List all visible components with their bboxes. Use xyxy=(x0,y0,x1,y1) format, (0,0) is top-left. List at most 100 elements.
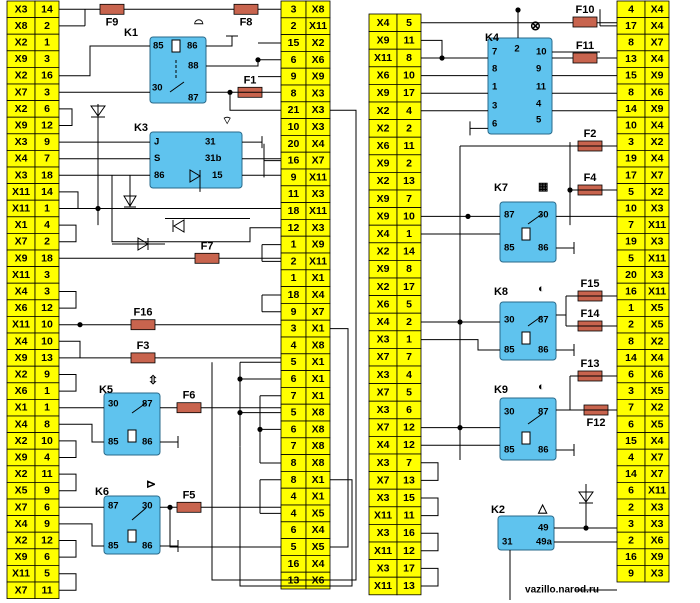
fuse-f14: F14 xyxy=(577,308,603,332)
fuse-f16: F16 xyxy=(130,307,156,331)
terminal-label: 6 xyxy=(44,501,50,513)
terminal-label: 5 xyxy=(628,186,634,198)
relay-label: K4 xyxy=(485,32,500,44)
terminal-label: X9 xyxy=(15,53,28,65)
terminal-label: 8 xyxy=(406,52,412,64)
fuse-body xyxy=(176,501,202,513)
terminal-label: X6 xyxy=(651,86,664,98)
terminal-label: X3 xyxy=(15,3,28,15)
terminal-label: 6 xyxy=(44,551,50,563)
terminal-label: X2 xyxy=(15,103,28,115)
terminal-label: X11 xyxy=(309,20,327,32)
relay-label: K5 xyxy=(99,384,113,396)
terminal-label: 2 xyxy=(628,501,634,513)
terminal-label: 4 xyxy=(291,491,297,503)
terminal-label: X11 xyxy=(12,203,30,215)
relay-pin-label: 85 xyxy=(108,541,119,552)
terminal-label: 3 xyxy=(44,286,50,298)
terminal-label: 9 xyxy=(44,485,50,497)
fuse-f1: F1 xyxy=(237,74,263,98)
terminal-label: X3 xyxy=(377,334,390,346)
fuse-body xyxy=(233,3,259,15)
terminal-label: X2 xyxy=(377,105,390,117)
relay-coil xyxy=(521,331,531,345)
terminal-label: X3 xyxy=(651,269,664,281)
terminal-label: 11 xyxy=(41,468,52,480)
terminal-label: X2 xyxy=(651,186,664,198)
terminal-label: X5 xyxy=(651,319,664,331)
relay-pin-label: 30 xyxy=(152,83,163,94)
terminal-label: X1 xyxy=(312,373,325,385)
terminal-label: 18 xyxy=(288,205,300,217)
terminal-label: X1 xyxy=(312,323,325,335)
terminal-label: 14 xyxy=(625,468,637,480)
terminal-label: 3 xyxy=(628,518,634,530)
wire xyxy=(239,446,353,587)
terminal-label: X9 xyxy=(651,551,664,563)
terminal-label: X3 xyxy=(377,492,390,504)
terminal-label: X2 xyxy=(377,122,390,134)
terminal-label: 9 xyxy=(44,136,50,148)
terminal-label: X4 xyxy=(651,153,664,165)
fuse-body xyxy=(194,252,220,264)
terminal-label: X6 xyxy=(651,369,664,381)
terminal-label: X7 xyxy=(15,501,28,513)
wire xyxy=(421,39,443,58)
terminal-label: X9 xyxy=(312,71,325,83)
diode-icon xyxy=(90,105,106,117)
terminal-label: 1 xyxy=(44,402,50,414)
rear-defrost-icon: ▦ xyxy=(538,181,548,193)
relay-coil xyxy=(521,227,531,241)
terminal-label: 2 xyxy=(44,236,50,248)
terminal-label: 6 xyxy=(291,423,297,435)
terminal-label: X11 xyxy=(309,255,327,267)
terminal-label: 14 xyxy=(625,103,637,115)
junction-dot xyxy=(439,55,445,61)
terminal-label: X9 xyxy=(312,239,325,251)
terminal-label: X2 xyxy=(312,37,325,49)
relay-pin-label: 30 xyxy=(108,399,119,410)
fuse-label: F3 xyxy=(137,340,150,352)
terminal-label: X1 xyxy=(312,491,325,503)
junction-dot xyxy=(237,410,243,416)
terminal-label: X11 xyxy=(12,319,30,331)
terminal-label: X3 xyxy=(377,457,390,469)
fuse-label: F1 xyxy=(244,74,257,86)
terminal-label: X11 xyxy=(648,286,666,298)
terminal-label: 12 xyxy=(41,302,53,314)
terminal-label: X7 xyxy=(377,351,390,363)
relay-pin-label: 87 xyxy=(504,210,515,221)
terminal-label: X4 xyxy=(377,316,390,328)
terminal-label: X2 xyxy=(377,175,390,187)
relay-pin-label: 86 xyxy=(538,345,549,356)
wire xyxy=(59,540,77,558)
